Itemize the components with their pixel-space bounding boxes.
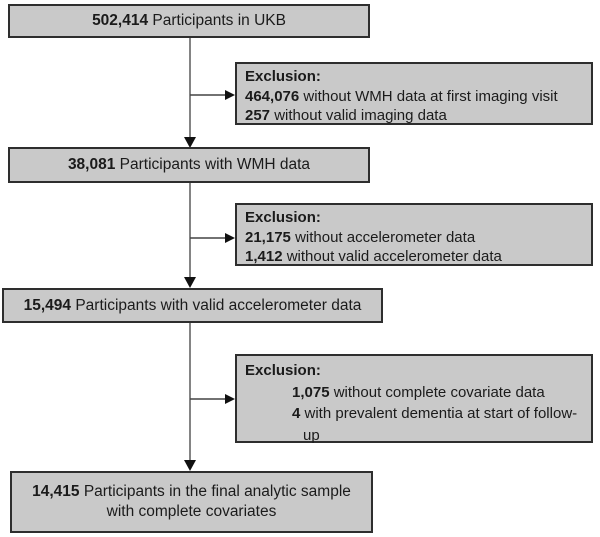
exclusion-count: 4: [292, 405, 301, 422]
arrowhead-right-exclusion-1: [225, 90, 235, 100]
exclusion-item: 1,412 without valid accelerometer data: [245, 247, 583, 267]
exclusion-box-imaging: Exclusion: 464,076 without WMH data at f…: [235, 62, 593, 125]
flow-box-valid-accelerometer: 15,494 Participants with valid accelerom…: [2, 288, 383, 323]
exclusion-count: 464,076: [245, 87, 300, 105]
arrowhead-right-exclusion-3: [225, 394, 235, 404]
flow-box-accelerometer-text: 15,494 Participants with valid accelerom…: [24, 296, 362, 316]
flow-box-ukb-text: 502,414 Participants in UKB: [92, 11, 286, 31]
exclusion-reason: with prevalent dementia at start of foll…: [303, 405, 578, 444]
participant-label: Participants in UKB: [152, 12, 286, 29]
flow-box-ukb-participants: 502,414 Participants in UKB: [8, 4, 370, 38]
exclusion-item: 21,175 without accelerometer data: [245, 228, 583, 248]
exclusion-count: 1,075: [292, 383, 330, 401]
flow-box-wmh-data: 38,081 Participants with WMH data: [8, 147, 370, 183]
exclusion-count: 257: [245, 107, 271, 124]
participant-count: 15,494: [23, 296, 72, 314]
exclusion-title: Exclusion:: [245, 68, 321, 85]
exclusion-box-accelerometer: Exclusion: 21,175 without accelerometer …: [235, 203, 593, 266]
exclusion-reason: without valid accelerometer data: [286, 248, 502, 265]
flow-box-final-sample: 14,415 Participants in the final analyti…: [10, 471, 373, 533]
arrowhead-right-exclusion-2: [225, 233, 235, 243]
exclusion-reason: without complete covariate data: [333, 383, 545, 401]
participant-count: 502,414: [92, 12, 149, 29]
final-line-1: 14,415 Participants in the final analyti…: [32, 482, 351, 502]
participant-label: Participants with WMH data: [119, 156, 311, 173]
exclusion-reason: without accelerometer data: [295, 228, 476, 246]
arrowhead-down-box4: [184, 460, 196, 471]
arrowhead-down-box2: [184, 137, 196, 148]
exclusion-item: 1,075 without complete covariate data: [245, 382, 583, 404]
participant-label: Participants in the final analytic sampl…: [83, 483, 351, 500]
exclusion-reason: without WMH data at first imaging visit: [303, 87, 558, 105]
exclusion-item: 4 with prevalent dementia at start of fo…: [245, 403, 583, 446]
exclusion-count: 21,175: [245, 228, 291, 246]
participant-count: 38,081: [67, 156, 116, 173]
flow-box-final-text: 14,415 Participants in the final analyti…: [32, 482, 351, 522]
participant-label: Participants with valid accelerometer da…: [75, 296, 362, 314]
participant-count: 14,415: [32, 483, 80, 500]
exclusion-title: Exclusion:: [245, 362, 321, 379]
exclusion-title: Exclusion:: [245, 209, 321, 226]
exclusion-count: 1,412: [245, 248, 283, 265]
exclusion-item: 464,076 without WMH data at first imagin…: [245, 87, 583, 107]
arrowhead-down-box3: [184, 277, 196, 288]
exclusion-box-covariates: Exclusion: 1,075 without complete covari…: [235, 354, 593, 446]
exclusion-reason: without valid imaging data: [274, 107, 447, 124]
flow-box-wmh-text: 38,081 Participants with WMH data: [68, 155, 310, 175]
final-line-2: with complete covariates: [106, 503, 277, 520]
exclusion-item: 257 without valid imaging data: [245, 106, 583, 126]
